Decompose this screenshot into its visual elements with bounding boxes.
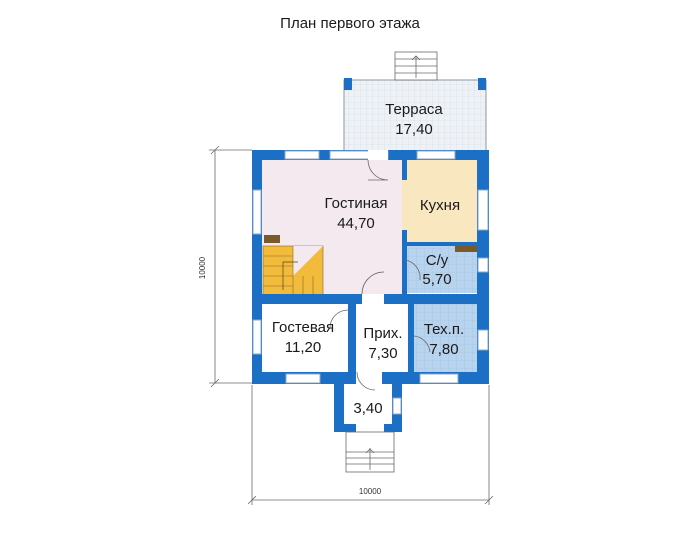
dimension-width-label: 10000 (359, 487, 382, 496)
inner-walls (262, 160, 477, 372)
vestibule (334, 371, 402, 453)
page-title: План первого этажа (280, 15, 420, 32)
windows (252, 150, 489, 384)
dimension-horizontal: 10000 (247, 385, 494, 505)
room-terrace: Терраса 17,40 (385, 101, 443, 138)
dimension-height-label: 10000 (198, 256, 207, 279)
doors (329, 150, 431, 353)
room-hall: Прих. 7,30 (363, 325, 402, 362)
room-guest-area: 11,20 (285, 339, 321, 356)
kitchen-floor (405, 160, 477, 244)
tech-floor (414, 304, 477, 372)
room-bath-name: С/у (426, 252, 449, 269)
hall-floor (356, 304, 408, 372)
room-kitchen: Кухня (420, 197, 460, 214)
room-bath-area: 5,70 (422, 271, 451, 288)
dimension-vertical: 10000 (198, 145, 252, 388)
room-tech-area: 7,80 (429, 341, 458, 358)
fireplace-icon (264, 235, 280, 243)
room-living: Гостиная 44,70 (325, 195, 388, 232)
bath-floor (405, 246, 477, 293)
room-guest: Гостевая 11,20 (272, 319, 334, 356)
room-vestibule: 3,40 (353, 400, 382, 417)
stove-icon (455, 244, 477, 252)
room-hall-name: Прих. (363, 325, 402, 342)
room-hall-area: 7,30 (368, 345, 397, 362)
staircase (262, 245, 324, 297)
room-kitchen-name: Кухня (420, 197, 460, 214)
room-terrace-name: Терраса (385, 101, 443, 118)
room-terrace-area: 17,40 (395, 121, 433, 138)
room-living-area: 44,70 (337, 215, 375, 232)
room-guest-name: Гостевая (272, 319, 334, 336)
guest-floor (262, 304, 348, 372)
room-bath: С/у 5,70 (422, 252, 451, 288)
entrance-steps (345, 431, 395, 473)
room-tech-name: Тех.п. (424, 321, 464, 338)
room-vestibule-area: 3,40 (353, 400, 382, 417)
room-living-name: Гостиная (325, 195, 388, 212)
terrace-steps (394, 51, 438, 81)
room-tech: Тех.п. 7,80 (424, 321, 464, 358)
terrace (343, 51, 487, 155)
